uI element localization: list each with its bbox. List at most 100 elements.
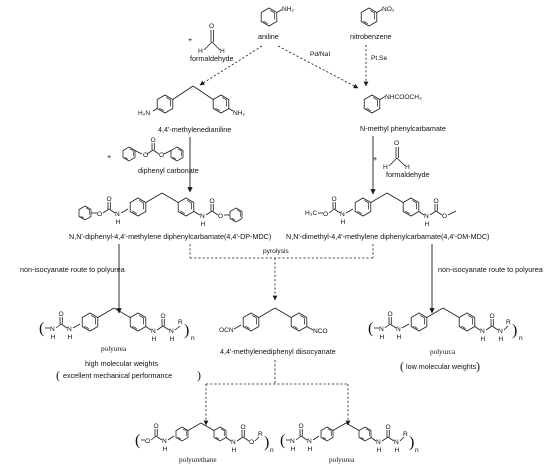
- dpmdc-h-right: H: [201, 221, 206, 228]
- polyurethane-structure: ( O O N H N H O O R ) n polyurethane: [135, 422, 274, 464]
- mdi-structure: OCN NCO 4,4'-methylenediphenyl diisocyan…: [219, 307, 336, 356]
- polyurea-left-note-2: excellent mechanical performance: [63, 371, 172, 380]
- bracket-open-right: (: [368, 320, 373, 337]
- dpmdc-n-left: N: [115, 211, 120, 218]
- pur-o1: O: [388, 311, 393, 318]
- pu-n1: N: [162, 438, 167, 445]
- pur-n1: N: [379, 326, 384, 333]
- aniline-label: aniline: [258, 32, 279, 41]
- pur-n-subscript: n: [519, 335, 523, 342]
- dmmdc-h3c: H₃C: [305, 210, 317, 217]
- pu-r: R: [258, 431, 263, 438]
- pul-n1: N: [50, 326, 55, 333]
- arrow-aniline-to-mda: [199, 45, 263, 86]
- note-left-paren-close: ): [197, 368, 201, 382]
- condition-pt-se: Pt.Se: [371, 55, 387, 62]
- polyurea-left-structure: ( N H O N H N H O N H R ) n: [39, 307, 195, 343]
- pb-n3: N: [376, 439, 381, 446]
- aldehyde-h-right: H: [220, 48, 225, 55]
- pul-o2: O: [161, 313, 166, 320]
- dm-mdc-structure: H₃C O O N H N H O O N,N'-dimethyl-4,4'-m…: [286, 192, 489, 241]
- aniline-structure: NH₂ aniline: [258, 6, 295, 41]
- pul-r: R: [178, 319, 183, 326]
- pu-n-subscript: n: [270, 447, 274, 454]
- route-left-label: non-isocyanate route to polyurea: [20, 265, 125, 274]
- pb-o1: O: [299, 423, 304, 430]
- pu-o2: O: [154, 423, 159, 430]
- bracket-close-left: ): [184, 322, 189, 339]
- polyurea-right-structure: ( N H O N H N H O N H R ) n: [368, 307, 523, 343]
- pu-o3: O: [241, 424, 246, 431]
- mdi-nco: NCO: [313, 328, 328, 335]
- pb-n2: N: [307, 438, 312, 445]
- pul-n-subscript: n: [191, 335, 195, 342]
- aldehyde-oxygen: O: [209, 23, 214, 30]
- mdi-split-arrows: [203, 360, 351, 426]
- mda-label: 4,4'-methylenedianiline: [158, 125, 231, 134]
- pb-o2: O: [386, 424, 391, 431]
- mda-nh2: NH₂: [233, 110, 246, 117]
- note-left-paren-open: (: [56, 368, 60, 382]
- pul-n2: N: [67, 326, 72, 333]
- pul-h2: H: [68, 334, 73, 341]
- dp-mdc-structure: O O N H N H O O N,N'-diphenyl-4,4'-methy…: [69, 192, 271, 241]
- npc-structure: NHCOOCH₃ N-methyl phenylcarbamate: [360, 94, 446, 133]
- dmmdc-o-left: O: [323, 211, 328, 218]
- pur-h4: H: [499, 336, 504, 343]
- plus-sign-2: +: [107, 152, 111, 161]
- mdi-ocn: OCN: [219, 327, 234, 334]
- mdi-label: 4,4'-methylenediphenyl diisocyanate: [220, 347, 336, 356]
- dpmdc-carbonyl-right: O: [210, 198, 215, 205]
- aldehyde-oxygen-2: O: [394, 140, 399, 147]
- carbonate-o-right: O: [159, 152, 164, 159]
- pu-h2: H: [232, 447, 237, 454]
- pb-h1: H: [291, 446, 296, 453]
- carbonate-o-left: O: [143, 152, 148, 159]
- dmmdc-carbonyl-left: O: [332, 196, 337, 203]
- npc-label: N-methyl phenylcarbamate: [360, 124, 446, 133]
- bracket-close-right: ): [512, 322, 517, 339]
- pur-h3: H: [481, 336, 486, 343]
- dmmdc-carbonyl-right: O: [434, 198, 439, 205]
- diphenyl-carbonate-label: diphenyl carbonate: [138, 166, 199, 175]
- dpmdc-n-right: N: [200, 213, 205, 220]
- pur-h2: H: [397, 334, 402, 341]
- dpmdc-o-left: O: [97, 211, 102, 218]
- diphenyl-carbonate-structure: + O O O diphenyl carbonate: [107, 137, 199, 175]
- pur-h1: H: [380, 334, 385, 341]
- bracket-open-pb: (: [280, 432, 285, 449]
- pur-n3: N: [480, 328, 485, 335]
- pu-o4: O: [249, 439, 254, 446]
- pul-h3: H: [152, 336, 157, 343]
- nitrobenzene-label: nitrobenzene: [350, 32, 392, 41]
- polyurea-bottom-label: polyurea: [329, 456, 355, 464]
- formaldehyde-structure: + O H H formaldehyde: [188, 23, 234, 63]
- aldehyde-h-left: H: [198, 48, 203, 55]
- pur-n4: N: [498, 328, 503, 335]
- dm-mdc-label: N,N'-dimethyl-4,4'-methylene diphenylcar…: [286, 232, 489, 241]
- dp-mdc-label: N,N'-diphenyl-4,4'-methylene diphenylcar…: [69, 232, 271, 241]
- pul-n3: N: [151, 328, 156, 335]
- pb-n-subscript: n: [415, 447, 419, 454]
- dpmdc-h-left: H: [116, 219, 121, 226]
- pur-n2: N: [396, 326, 401, 333]
- nitro-group: NO₂: [382, 6, 395, 13]
- dpmdc-o-right: O: [218, 213, 223, 220]
- polyurea-left-note-1: high molecular weights: [85, 359, 159, 368]
- pu-o1: O: [145, 438, 150, 445]
- bracket-open-left: (: [39, 320, 44, 337]
- pul-n4: N: [169, 328, 174, 335]
- formaldehyde-label-2: formaldehyde: [386, 170, 430, 179]
- dmmdc-o-right: O: [442, 213, 447, 220]
- aldehyde-h-right-2: H: [405, 164, 410, 171]
- pb-r: R: [403, 431, 408, 438]
- plus-sign-3: +: [373, 154, 377, 163]
- note-right-paren-close: ): [476, 359, 480, 373]
- pyrolysis-label: pyrolysis: [263, 248, 289, 255]
- bracket-open-pu: (: [135, 432, 140, 449]
- carbonate-o-top: O: [151, 137, 156, 144]
- plus-sign: +: [188, 35, 192, 44]
- condition-pd-nai: Pd/NaI: [310, 51, 330, 58]
- polyurea-right-label: polyurca: [430, 348, 456, 356]
